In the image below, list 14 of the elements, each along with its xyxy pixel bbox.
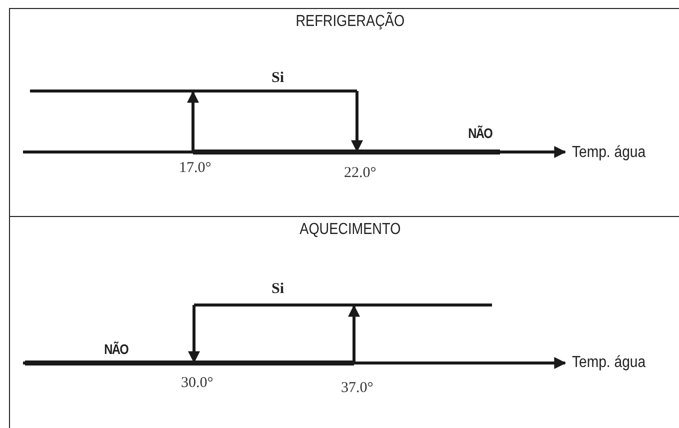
state-label: Si bbox=[272, 280, 284, 298]
panel-title: AQUECIMENTO bbox=[298, 221, 402, 239]
setpoint-label: 37.0° bbox=[341, 380, 374, 396]
axis-label: Temp. água bbox=[572, 354, 646, 372]
state-label: NÃO bbox=[468, 125, 492, 141]
setpoint-label: 30.0° bbox=[181, 374, 214, 392]
panel-title: REFRIGERAÇÃO bbox=[294, 13, 406, 31]
setpoint-label: 17.0° bbox=[179, 160, 212, 176]
panel bbox=[9, 216, 679, 428]
panel bbox=[9, 8, 679, 216]
state-label: NÃO bbox=[104, 341, 128, 357]
setpoint-label: 22.0° bbox=[344, 164, 376, 182]
axis-label: Temp. água bbox=[572, 144, 646, 162]
state-label: Si bbox=[272, 70, 284, 86]
